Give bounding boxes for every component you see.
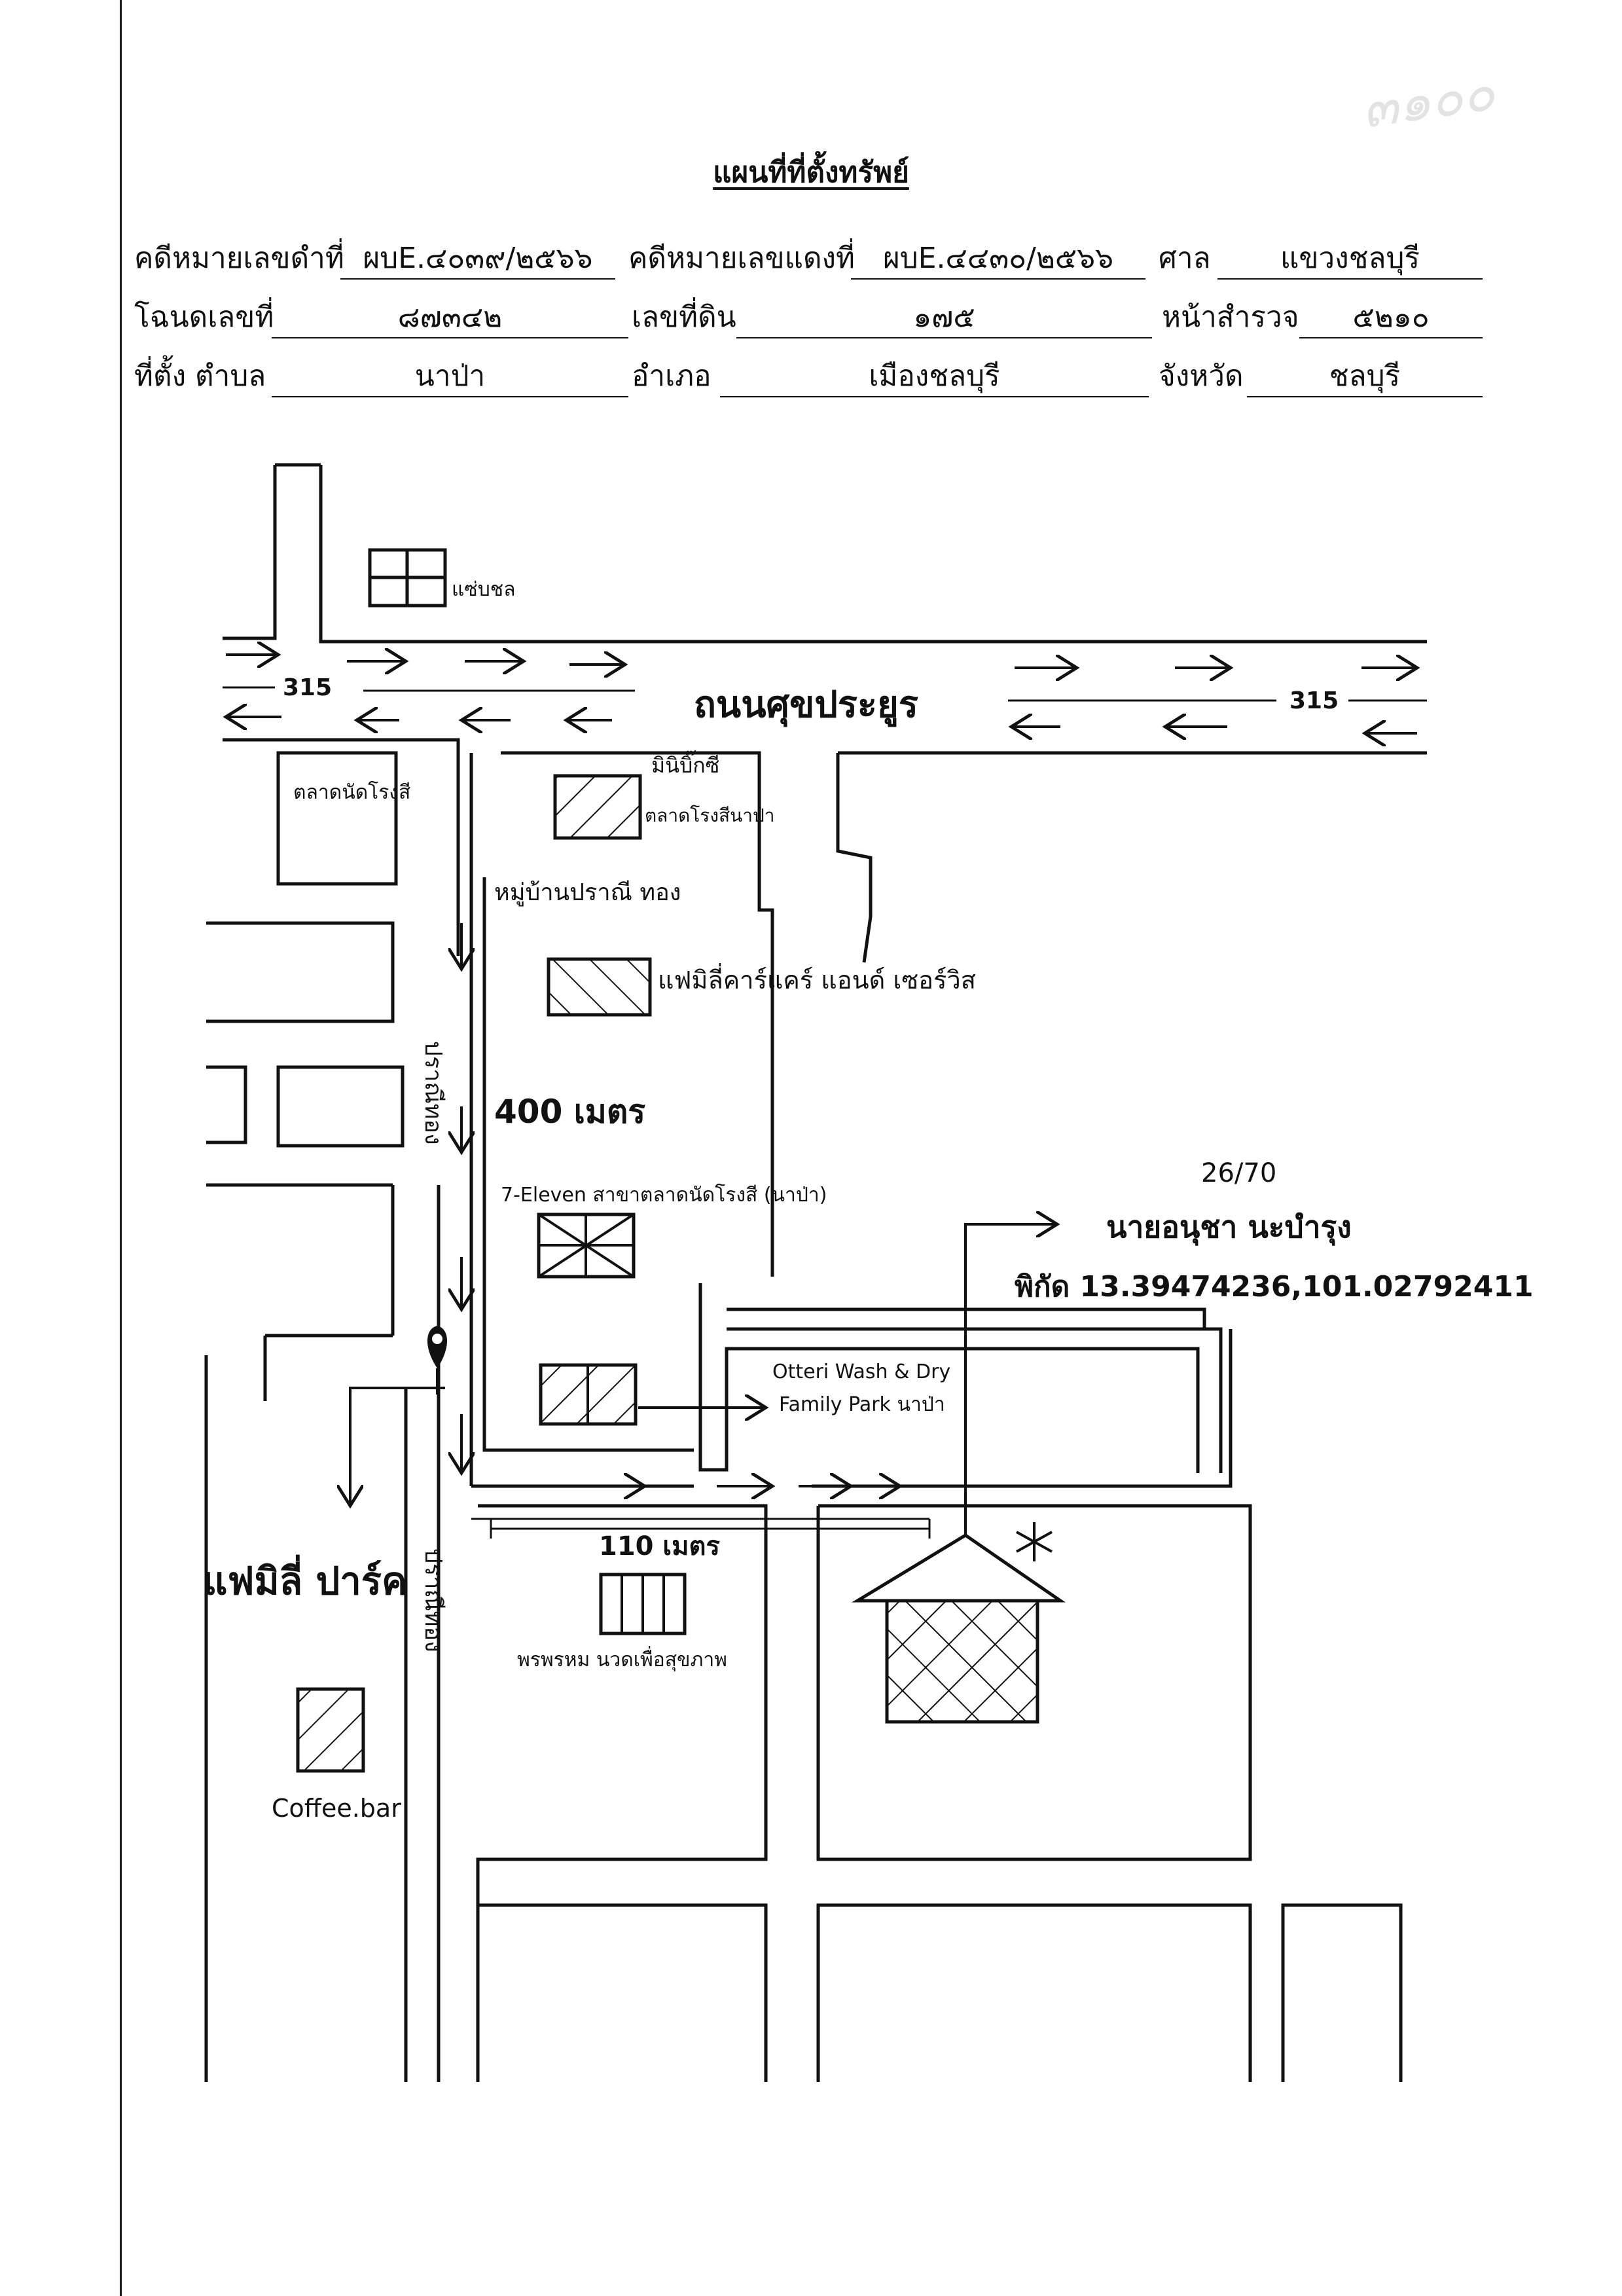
main-road-name: ถนนศุขประยูร xyxy=(694,683,918,727)
location-label: ที่ตั้ง ตำบล xyxy=(134,359,266,393)
laundry-label-2: Family Park นาป่า xyxy=(779,1393,945,1416)
deed-label: โฉนดเลขที่ xyxy=(134,301,274,334)
seven-eleven-label: 7-Eleven สาขาตลาดนัดโรงสี (นาป่า) xyxy=(501,1183,827,1207)
court-value: แขวงชลบุรี xyxy=(1217,239,1483,280)
carcare-label: แฟมิลี่คาร์แคร์ แอนด์ เซอร์วิส xyxy=(658,963,976,994)
land-no-value: ๑๗๕ xyxy=(736,298,1152,338)
red-case-label: คดีหมายเลขแดงที่ xyxy=(628,242,856,275)
building-sabchon xyxy=(368,548,447,608)
road-label-praneethong-1: ปราณีทอง xyxy=(420,1041,446,1145)
coordinates: พิกัด 13.39474236,101.02792411 xyxy=(1015,1270,1534,1303)
survey-page-label: หน้าสำรวจ xyxy=(1162,301,1299,334)
red-case-value: ผบE.๔๔๓๐/๒๕๖๖ xyxy=(851,239,1145,280)
market-label: ตลาดนัดโรงสี xyxy=(293,780,410,804)
court-label: ศาล xyxy=(1159,242,1211,275)
subdistrict-value: นาป่า xyxy=(272,357,628,397)
road-number-right: 315 xyxy=(1289,687,1339,714)
province-value: ชลบุรี xyxy=(1247,357,1483,397)
minibigc-label-1: มินิบิ๊กซี xyxy=(651,750,719,778)
building-laundry xyxy=(539,1363,638,1426)
building-coffee-bar xyxy=(296,1687,365,1773)
coffee-bar-label: Coffee.bar xyxy=(272,1794,401,1823)
page-margin-line xyxy=(120,0,122,2296)
subject-property-house xyxy=(852,1533,1066,1724)
building-massage xyxy=(599,1573,687,1635)
district-label: อำเภอ xyxy=(632,359,712,393)
massage-label: พรพรหม นวดเพื่อสุขภาพ xyxy=(517,1646,727,1672)
building-family-carcare xyxy=(547,957,652,1017)
land-no-label: เลขที่ดิน xyxy=(632,301,736,334)
family-park-label: แฟมิลี่ ปาร์ค xyxy=(203,1554,407,1603)
village-label: หมู่บ้านปราณี ทอง xyxy=(494,879,681,907)
district-value: เมืองชลบุรี xyxy=(720,357,1149,397)
survey-page-value: ๕๒๑๐ xyxy=(1299,298,1483,338)
building-minibigc xyxy=(553,774,642,840)
deed-value: ๘๗๓๔๒ xyxy=(272,298,628,338)
black-case-value: ผบE.๔๐๓๙/๒๕๖๖ xyxy=(340,239,615,280)
asterisk-icon xyxy=(1016,1522,1053,1561)
lane-lines xyxy=(223,686,1427,1520)
province-label: จังหวัด xyxy=(1159,359,1244,393)
road-edge xyxy=(223,738,460,956)
house-number: 26/70 xyxy=(1201,1158,1276,1188)
landmark-sabchon: แซ่บชล xyxy=(452,578,516,601)
distance-400: 400 เมตร xyxy=(494,1093,645,1131)
road-label-praneethong-2: ปราณีทอง xyxy=(420,1548,446,1652)
owner-name: นายอนุชา นะบำรุง xyxy=(1106,1209,1352,1246)
laundry-label-1: Otteri Wash & Dry xyxy=(772,1360,950,1383)
page-title: แผนที่ที่ตั้งทรัพย์ xyxy=(713,156,909,189)
black-case-label: คดีหมายเลขดำที่ xyxy=(134,242,344,275)
traffic-arrows xyxy=(226,655,1417,1535)
location-pin-icon xyxy=(427,1326,447,1394)
minibigc-label-2: ตลาดโรงสีนาป่า xyxy=(645,805,774,826)
building-seven-eleven xyxy=(537,1212,636,1279)
distance-marker-110 xyxy=(490,1519,931,1539)
road-number-left: 315 xyxy=(283,674,332,701)
distance-110: 110 เมตร xyxy=(599,1531,720,1561)
